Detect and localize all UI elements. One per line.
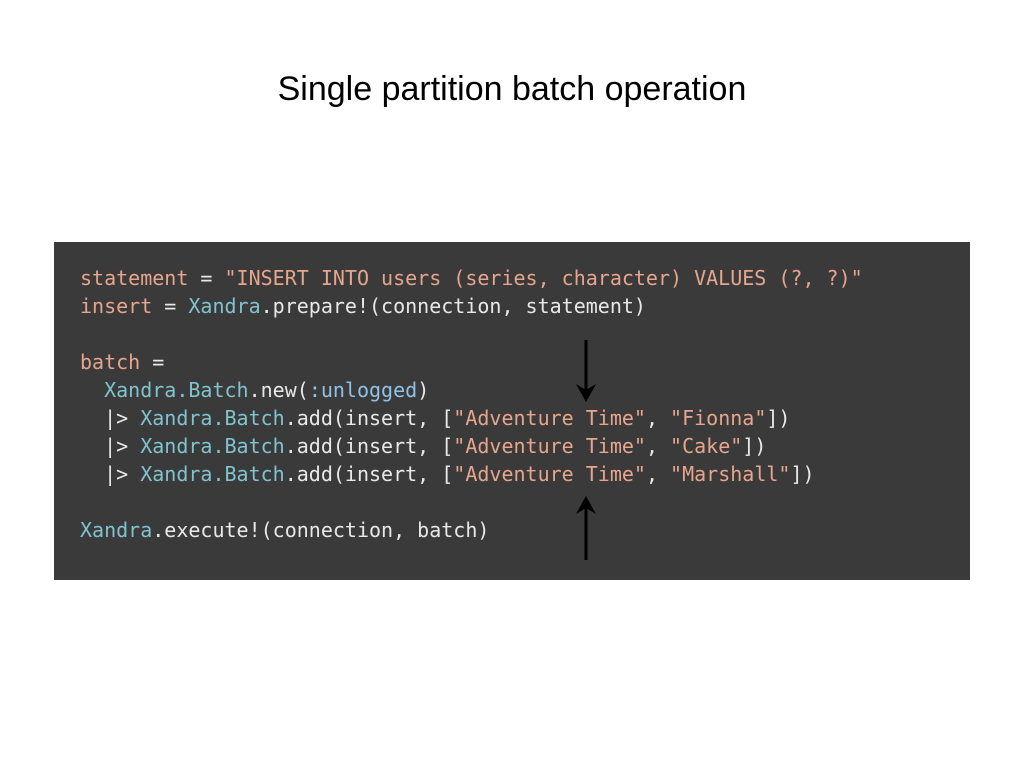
token-comma: , [645,462,671,486]
token-string: "Adventure Time" [453,406,646,430]
up-arrow-icon [576,496,596,560]
code-block: statement = "INSERT INTO users (series, … [54,242,970,580]
slide-title: Single partition batch operation [277,70,747,108]
token-string: "Adventure Time" [453,434,646,458]
code-line-7: |> Xandra.Batch.add(insert, ["Adventure … [80,432,766,460]
code-line-4: batch = [80,348,164,376]
token-close: ]) [766,406,791,430]
token-variable: insert [80,294,153,318]
token-string: "Adventure Time" [453,462,646,486]
token-operator: = [140,350,165,374]
token-call: .new( [248,378,309,402]
token-module: Xandra.Batch [140,434,285,458]
token-string: "INSERT INTO users (series, character) V… [224,266,863,290]
token-module: Xandra [80,518,153,542]
token-string: "Marshall" [670,462,791,486]
token-close: ]) [742,434,767,458]
token-atom: :unlogged [308,378,418,402]
token-comma: , [645,406,671,430]
token-indent [80,378,104,402]
token-pipe: |> [80,462,141,486]
token-operator: = [152,294,189,318]
token-close: ) [417,378,430,402]
code-line-10: Xandra.execute!(connection, batch) [80,516,489,544]
token-module: Xandra.Batch [140,406,285,430]
down-arrow-icon [576,340,596,402]
token-call: .add(insert, [ [284,434,454,458]
token-variable: statement [80,266,189,290]
token-close: ]) [790,462,815,486]
token-pipe: |> [80,434,141,458]
token-call: .prepare!(connection, statement) [260,294,646,318]
token-variable: batch [80,350,141,374]
token-module: Xandra.Batch [140,462,285,486]
token-call: .execute!(connection, batch) [152,518,490,542]
token-string: "Cake" [670,434,743,458]
code-line-8: |> Xandra.Batch.add(insert, ["Adventure … [80,460,815,488]
token-module: Xandra [188,294,261,318]
token-call: .add(insert, [ [284,406,454,430]
token-call: .add(insert, [ [284,462,454,486]
code-line-5: Xandra.Batch.new(:unlogged) [80,376,429,404]
token-module: Xandra.Batch [104,378,249,402]
token-operator: = [188,266,225,290]
code-line-1: statement = "INSERT INTO users (series, … [80,264,863,292]
code-line-6: |> Xandra.Batch.add(insert, ["Adventure … [80,404,790,432]
token-pipe: |> [80,406,141,430]
token-comma: , [645,434,671,458]
token-string: "Fionna" [670,406,767,430]
code-line-2: insert = Xandra.prepare!(connection, sta… [80,292,646,320]
